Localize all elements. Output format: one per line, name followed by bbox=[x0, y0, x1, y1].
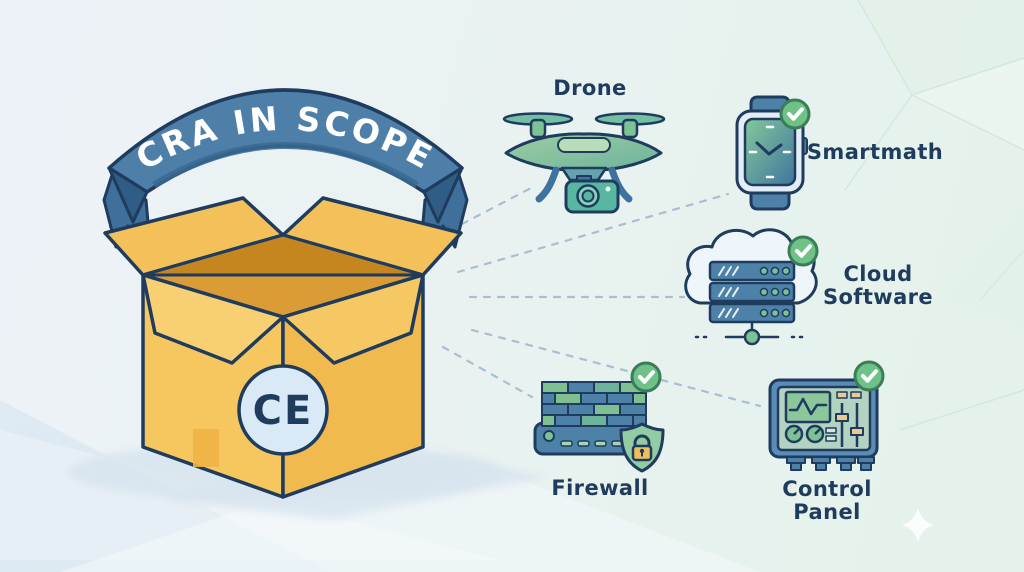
box-tape bbox=[193, 429, 219, 467]
connector-firewall bbox=[441, 345, 534, 399]
server-leds bbox=[759, 266, 791, 318]
connector-drone bbox=[460, 184, 537, 226]
cloud-software-label-line1: Cloud bbox=[843, 262, 913, 286]
ce-mark: CE bbox=[237, 364, 329, 456]
control-panel-check-icon bbox=[853, 360, 885, 392]
banner-fold-right bbox=[422, 166, 464, 224]
sparkle-icon bbox=[902, 508, 934, 542]
control-panel-label: Control Panel bbox=[782, 477, 872, 524]
panel-small-buttons bbox=[825, 427, 837, 442]
router-led bbox=[543, 430, 555, 442]
ce-mark-text: CE bbox=[253, 388, 314, 434]
cloud-software-label-line2: Software bbox=[822, 285, 934, 309]
watch-ticks bbox=[748, 125, 792, 179]
server-stack bbox=[708, 260, 796, 324]
firewall-label: Firewall bbox=[551, 476, 649, 500]
panel-waveform bbox=[788, 397, 828, 416]
panel-knobs bbox=[784, 424, 825, 444]
network-node bbox=[694, 320, 810, 346]
cloud-software-icon bbox=[684, 228, 819, 346]
drone-icon bbox=[502, 112, 666, 214]
connector-smartwatch bbox=[456, 192, 730, 274]
smartwatch-icon bbox=[735, 95, 811, 211]
banner-ribbon: CRA IN SCOPE bbox=[102, 88, 469, 249]
panel-sliders bbox=[835, 403, 864, 447]
panel-top-buttons bbox=[836, 391, 862, 399]
padlock-icon bbox=[631, 434, 653, 462]
cloud-software-label: Cloud Software bbox=[807, 263, 949, 309]
shipping-box: CE bbox=[103, 196, 463, 499]
drone-label: Drone bbox=[553, 76, 627, 100]
connector-lines bbox=[441, 184, 762, 408]
box-front-flap-left bbox=[141, 273, 285, 365]
box-front-flap-right bbox=[281, 273, 425, 365]
banner-fold-left bbox=[107, 166, 149, 224]
smartwatch-check-icon bbox=[779, 98, 811, 130]
ce-mark-circle bbox=[237, 364, 329, 456]
drone-camera-light bbox=[605, 186, 611, 192]
panel-feet bbox=[786, 456, 875, 471]
watch-hands bbox=[755, 141, 783, 156]
drone-motor-right bbox=[621, 118, 639, 139]
cloud-check-icon bbox=[787, 235, 819, 267]
drone-canopy bbox=[557, 137, 611, 153]
server-slashes bbox=[718, 266, 739, 318]
control-panel-icon bbox=[768, 360, 885, 471]
smartwatch-label: Smartmath bbox=[806, 140, 944, 164]
banner-band-shading bbox=[152, 142, 419, 189]
firewall-check-icon bbox=[630, 361, 662, 393]
drone-motor-left bbox=[529, 118, 547, 139]
firewall-icon bbox=[533, 361, 665, 473]
drone-camera-lens-inner bbox=[581, 189, 595, 203]
firewall-wall bbox=[541, 381, 647, 427]
drone-leg-left bbox=[535, 166, 560, 203]
